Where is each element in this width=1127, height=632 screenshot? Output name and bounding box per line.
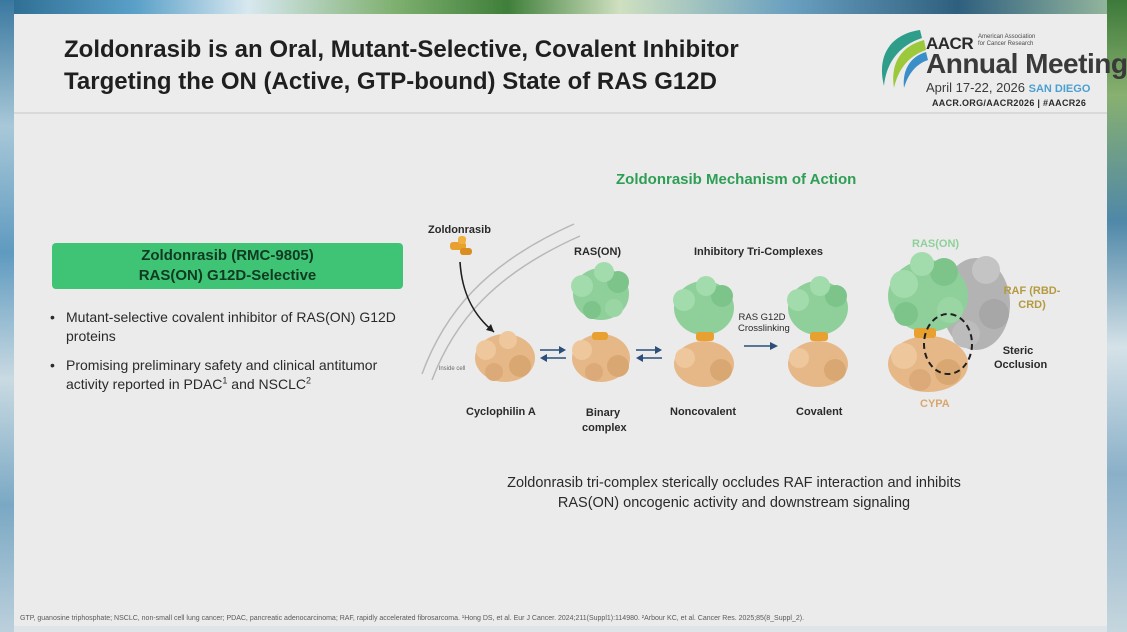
stage-label-noncovalent: Noncovalent: [670, 406, 737, 418]
noncovalent-tri-complex: [673, 276, 734, 387]
crosslink-arrow-head: [770, 342, 778, 350]
ras-on-right-label: RAS(ON): [912, 238, 960, 250]
footnote: GTP, guanosine triphosphate; NSCLC, non-…: [20, 615, 805, 622]
diagram-caption: Zoldonrasib tri-complex sterically occlu…: [464, 473, 1004, 513]
zoldonrasib-molecule-icon: [450, 236, 472, 255]
entry-arrow-head: [486, 324, 494, 332]
aacr-wordmark: AACR: [926, 34, 974, 53]
meeting-url: AACR.ORG/AACR2026 | #AACR26: [932, 98, 1087, 108]
ras-on-protein-free: [571, 262, 629, 320]
cyclophilin-a-protein: [475, 331, 535, 382]
caption-line-2: RAS(ON) oncogenic activity and downstrea…: [557, 495, 911, 511]
cypa-label: CYPA: [920, 398, 950, 410]
mechanism-diagram: [421, 223, 1010, 392]
crosslinking-label: RAS G12D Crosslinking: [738, 312, 790, 334]
cypa-protein-bound: [888, 328, 968, 392]
covalent-tri-complex: [787, 276, 848, 387]
steric-occlusion-circle: [923, 313, 973, 375]
meeting-dates-text: April 17-22, 2026: [926, 80, 1026, 95]
drug-selectivity: RAS(ON) G12D-Selective: [138, 267, 317, 284]
drug-name-box: Zoldonrasib (RMC-9805) RAS(ON) G12D-Sele…: [52, 243, 403, 289]
tri-complex-label: Inhibitory Tri-Complexes: [694, 246, 823, 258]
bullet-item: Promising preliminary safety and clinica…: [50, 356, 420, 394]
caption-line-1: Zoldonrasib tri-complex sterically occlu…: [507, 475, 961, 491]
steric-occlusion-label: Steric Occlusion: [994, 345, 1048, 371]
bullet-list: Mutant-selective covalent inhibitor of R…: [50, 308, 420, 404]
footnote-ref-1: 1: [222, 375, 228, 386]
cell-membrane-outer: [421, 223, 575, 375]
inside-cell-label: Inside cell: [438, 366, 466, 372]
zoldonrasib-label: Zoldonrasib: [428, 224, 491, 236]
aacr-logo: AACR American Association for Cancer Res…: [870, 20, 1127, 110]
slide-title-line-2: Targeting the ON (Active, GTP-bound) Sta…: [64, 68, 717, 95]
drug-name: Zoldonrasib (RMC-9805): [141, 247, 314, 264]
meeting-city: SAN DIEGO: [1028, 83, 1091, 95]
aacr-org-name: American Association for Cancer Research: [978, 34, 1036, 47]
equilibrium-arrow-1: [540, 346, 566, 362]
mechanism-title: Zoldonrasib Mechanism of Action: [616, 171, 857, 188]
background-left-strip: [0, 0, 14, 632]
cell-membrane-inner: [431, 235, 581, 381]
bullet-text: Mutant-selective covalent inhibitor of R…: [66, 309, 396, 344]
slide-title-line-1: Zoldonrasib is an Oral, Mutant-Selective…: [64, 36, 739, 63]
annual-meeting-label: Annual Meeting: [926, 48, 1127, 79]
slide-title: Zoldonrasib is an Oral, Mutant-Selective…: [64, 34, 864, 98]
title-bar: Zoldonrasib is an Oral, Mutant-Selective…: [14, 14, 1127, 114]
background-right-strip: [1107, 0, 1127, 632]
entry-arrow: [459, 261, 495, 333]
bullet-item: Mutant-selective covalent inhibitor of R…: [50, 308, 420, 346]
meeting-dates: April 17-22, 2026 SAN DIEGO: [926, 80, 1090, 95]
footnote-ref-2: 2: [306, 375, 312, 386]
aacr-swoosh-icon: [881, 30, 928, 88]
binary-complex-protein: [572, 332, 630, 382]
slide: Zoldonrasib is an Oral, Mutant-Selective…: [14, 14, 1127, 626]
bullet-text-continued: and NSCLC: [227, 376, 307, 392]
equilibrium-arrow-2: [636, 346, 662, 362]
stage-label-cyclophilin-a: Cyclophilin A: [466, 406, 536, 418]
stage-label-covalent: Covalent: [796, 406, 843, 418]
ras-on-protein-bound: [888, 252, 968, 332]
background-top-strip: [0, 0, 1127, 18]
ras-on-label: RAS(ON): [574, 246, 622, 258]
stage-label-binary-complex: Binary complex: [582, 407, 627, 434]
raf-rbd-crd-label: RAF (RBD-CRD): [1003, 285, 1061, 311]
bullet-text: Promising preliminary safety and clinica…: [66, 357, 378, 392]
